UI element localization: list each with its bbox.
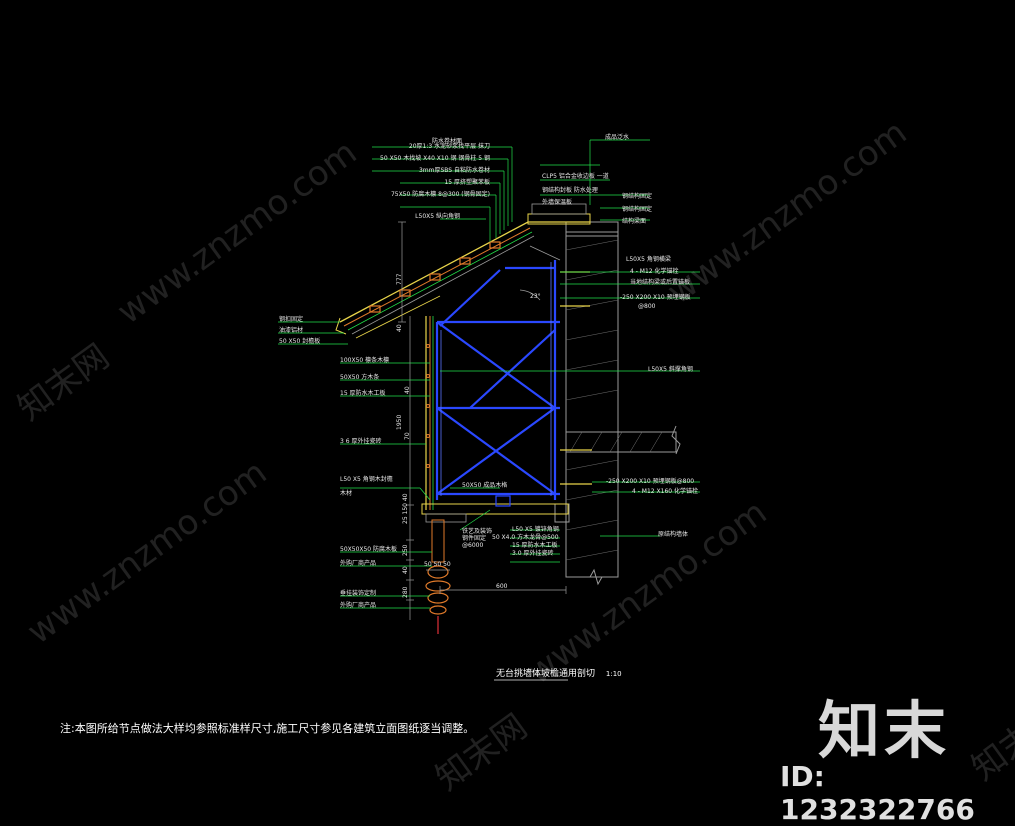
callout-bottom-7: @6000 (462, 542, 484, 549)
callout-right-0: L50X5 角钢横梁 (626, 256, 671, 263)
dim-base-c: 280 (402, 586, 409, 598)
callout-top-0: 防水卷材面 (431, 138, 462, 145)
callout-right-3: -250 X200 X10 预埋钢板 (620, 294, 691, 301)
callout-bottom-6: 钢件固定 (462, 535, 487, 542)
callout-left-10: 外购厂商产品 (340, 560, 377, 567)
drawing-title: 无台挑墙体坡檐通用剖切 1:10 (496, 666, 622, 679)
drawing-scale: 1:10 (605, 670, 622, 678)
dim-wall-height: 1950 (396, 414, 403, 430)
callout-left-2: 50 X50 封檐板 (279, 338, 321, 345)
leader-lines (278, 139, 700, 609)
dim-base-a: 250 (402, 544, 409, 556)
callout-top-right-3: 外墙保温板 (542, 199, 573, 206)
dim-roof-height: 777 (396, 273, 403, 285)
callout-left-0: 钢扣固定 (279, 316, 304, 323)
callout-right-2: 当地结构梁或后置锚板 (630, 279, 691, 286)
callout-left-6: 3 6 厚外挂瓷砖 (340, 438, 382, 445)
callout-left-7: L50 X5 角钢木封檐 (340, 476, 393, 483)
roof-slope (335, 203, 591, 339)
callout-top-1: 20厚1:3 水泥砂浆找平层 抹刀 (408, 143, 490, 150)
steel-frame (435, 260, 560, 500)
callout-bottom-0: 50X50 成品木格 (462, 482, 508, 489)
callout-right-7: 4 - M12 X160 化学锚栓 (632, 488, 698, 495)
facade-wall (421, 316, 569, 634)
callout-top-right-1: CLP5 铝合金收边板 一道 (542, 173, 609, 180)
dim-base-b: 40 (402, 566, 409, 574)
callout-top-right-6: 结构梁面 (622, 218, 647, 225)
callout-right-5: L50X5 斜撑角钢 (648, 366, 693, 373)
callout-bottom-3: 15 厚防水木工板 (512, 542, 558, 549)
callout-left-1: 油漆铝材 (279, 327, 304, 334)
callout-top-4: 15 厚挤塑聚苯板 (444, 179, 490, 186)
callout-left-8: 木材 (340, 490, 353, 497)
image-id: ID: 1232322766 (780, 760, 975, 826)
callout-left-4: 50X50 方木条 (340, 374, 380, 381)
callout-right-6: -250 X200 X10 预埋钢板@800 (606, 478, 695, 485)
general-note: 注:本图所给节点做法大样均参照标准样尺寸,施工尺寸参见各建筑立面图纸逐当调整。 (60, 722, 475, 735)
callout-right-8: 原结构墙体 (658, 531, 689, 538)
callout-top-5: 75X50 防腐木檩 8@300 (钢骨固定) (390, 191, 490, 198)
callout-top-3: 3mm厚SBS 自粘防水卷材 (418, 167, 490, 174)
structure-wall (554, 221, 681, 586)
dim-width-600: 600 (496, 583, 508, 590)
dimension-lines (398, 221, 568, 681)
drawing-title-text: 无台挑墙体坡檐通用剖切 (496, 669, 596, 679)
dim-eave-stack: 25 150 40 (402, 493, 409, 524)
dim-roof-run: 40 (396, 324, 403, 332)
dim-angle: 23° (530, 293, 541, 300)
callout-top-2: 50 X50 木找坡 X40 X10 钢 钢骨柱 5 钢 (380, 155, 490, 162)
dim-bottom-pair: 50 50 50 (424, 561, 451, 568)
callout-left-11: 垂挂装饰定制 (340, 590, 377, 597)
callout-left-12: 外购厂商产品 (340, 602, 377, 609)
callout-top-right-2: 钢结构封板 防水处理 (542, 187, 598, 194)
callout-bottom-2: 50 X4.0 方木龙骨@500 (492, 534, 559, 541)
brand-logo: 知末 (818, 694, 951, 767)
callout-top-right-4: 钢结构固定 (622, 193, 653, 200)
callout-top-6: L50X5 纵向角钢 (415, 213, 460, 220)
callout-top-right-0: 成品泛水 (605, 134, 630, 141)
callout-right-4: @800 (638, 303, 656, 310)
callout-left-3: 100X50 檩条木檩 (340, 357, 390, 364)
callout-bottom-1: L50 X5 镀锌角钢 (512, 526, 559, 533)
callout-bottom-5: 铁艺及装饰 (462, 528, 493, 535)
callout-left-9: 50X50X50 防腐木板 (340, 546, 398, 553)
callout-left-5: 15 厚防水木工板 (340, 390, 386, 397)
callout-right-1: 4 - M12 化学锚栓 (630, 268, 679, 275)
callout-top-right-5: 钢结构固定 (622, 206, 653, 213)
dim-lower-b: 40 (404, 386, 411, 394)
callout-bottom-4: 3.0 厚外挂瓷砖 (512, 550, 554, 557)
dim-lower-a: 70 (404, 432, 411, 440)
